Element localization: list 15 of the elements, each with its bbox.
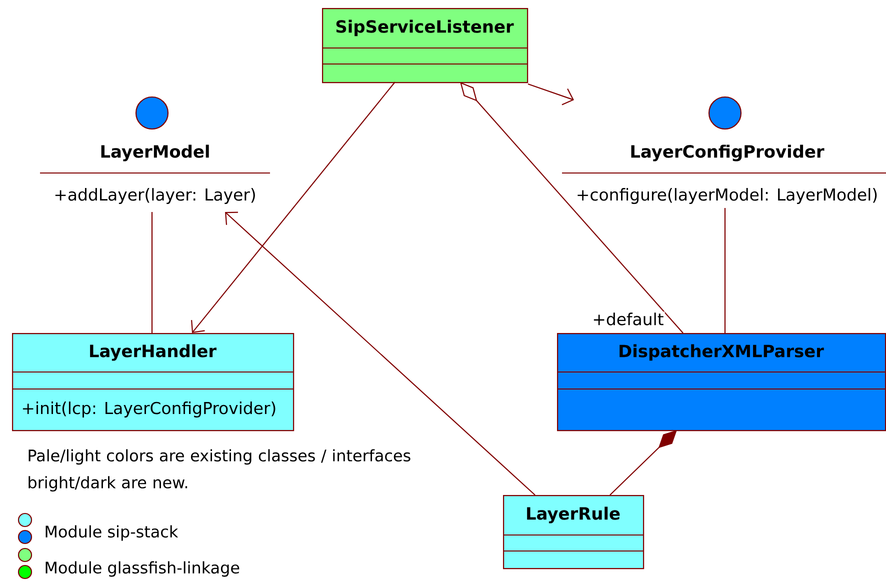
interface-line [151,212,153,333]
note-text: Pale/light colors are existing classes / interfaces bright/dark are new. [28,449,410,492]
class-box: LayerRule [503,495,644,570]
association-arrow [225,212,536,496]
association-arrow [191,82,396,333]
class-box: DispatcherXMLParser [557,333,886,432]
class-box: LayerHandler +init(lcp: LayerConfigProvider) [12,333,294,432]
composition-connector [610,430,677,496]
class-box: SipServiceListener [322,8,528,84]
association-arrow [528,83,574,106]
role-label: +default [591,312,665,326]
interface-line [724,208,726,333]
legend-label: Module glassfish-linkage [46,561,240,577]
legend-label: Module sip-stack [46,525,178,541]
aggregation-connector [460,82,684,334]
